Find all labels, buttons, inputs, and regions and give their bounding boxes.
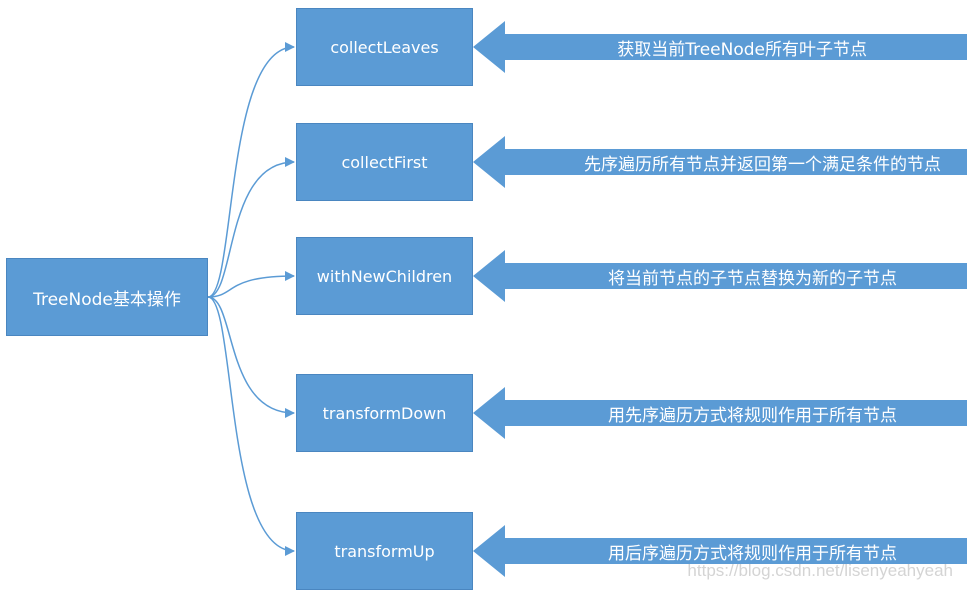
description-label: 用先序遍历方式将规则作用于所有节点 [608, 405, 897, 426]
operation-box-transform-up: transformUp [296, 512, 473, 590]
operation-name: withNewChildren [316, 266, 453, 286]
operation-name: transformUp [334, 541, 435, 561]
connector-transform-up [207, 296, 295, 556]
left-arrow-icon [473, 387, 967, 439]
description-arrow-collect-leaves: 获取当前TreeNode所有叶子节点 [473, 21, 967, 73]
watermark-text: https://blog.csdn.net/lisenyeahyeah [687, 561, 953, 580]
connector-collect-first [207, 157, 295, 298]
left-arrow-icon [473, 525, 967, 577]
connector-transform-down [207, 296, 295, 418]
root-node-box: TreeNode基本操作 [6, 258, 208, 336]
operation-name: collectLeaves [330, 37, 439, 57]
operation-box-collect-first: collectFirst [296, 123, 473, 201]
description-arrow-collect-first: 先序遍历所有节点并返回第一个满足条件的节点 [473, 136, 967, 188]
operation-box-with-new-children: withNewChildren [296, 237, 473, 315]
operation-name: collectFirst [341, 152, 428, 172]
description-label: 将当前节点的子节点替换为新的子节点 [608, 268, 897, 289]
left-arrow-icon [473, 136, 967, 188]
connector-with-new-children [207, 271, 295, 298]
description-label: 获取当前TreeNode所有叶子节点 [617, 39, 867, 60]
operation-box-collect-leaves: collectLeaves [296, 8, 473, 86]
operation-box-transform-down: transformDown [296, 374, 473, 452]
description-arrow-transform-up: 用后序遍历方式将规则作用于所有节点 [473, 525, 967, 577]
connector-collect-leaves [207, 42, 295, 298]
description-arrow-with-new-children: 将当前节点的子节点替换为新的子节点 [473, 250, 967, 302]
root-node-label: TreeNode基本操作 [33, 289, 181, 310]
left-arrow-icon [473, 250, 967, 302]
operation-name: transformDown [322, 403, 447, 423]
left-arrow-icon [473, 21, 967, 73]
description-label: 先序遍历所有节点并返回第一个满足条件的节点 [584, 154, 941, 175]
description-arrow-transform-down: 用先序遍历方式将规则作用于所有节点 [473, 387, 967, 439]
description-label: 用后序遍历方式将规则作用于所有节点 [608, 543, 897, 564]
